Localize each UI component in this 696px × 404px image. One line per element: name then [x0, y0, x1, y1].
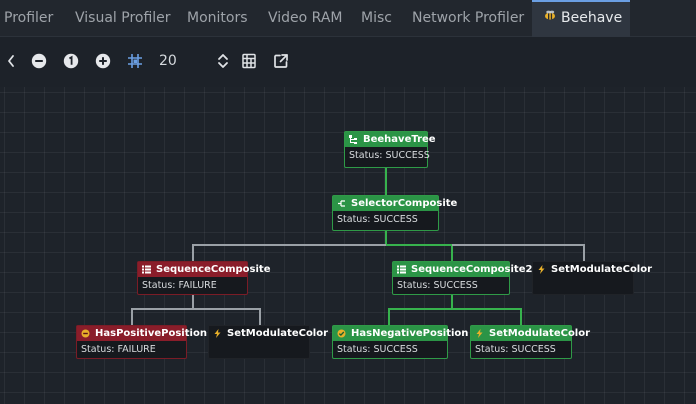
condition-icon — [337, 329, 346, 338]
node-name: HasPositivePosition — [95, 328, 207, 339]
node-status: Status: SUCCESS — [397, 280, 478, 291]
tab-label: Misc — [361, 10, 392, 26]
node-status — [533, 277, 633, 295]
node-title: BeehaveTree — [345, 132, 436, 147]
graph-toolbar: 20 — [0, 37, 696, 87]
tab-beehave[interactable]: Beehave — [532, 0, 630, 37]
node-name: SequenceComposite — [156, 264, 271, 275]
node-name: BeehaveTree — [363, 134, 436, 145]
sequence-icon — [397, 265, 406, 274]
node-status: Status: FAILURE — [81, 344, 156, 355]
node-status: Status: SUCCESS — [337, 344, 418, 355]
graph-connections — [131, 168, 585, 325]
zoom-value: 20 — [159, 53, 177, 69]
tab-label: Video RAM — [268, 10, 343, 26]
chevron-left-icon[interactable] — [2, 52, 20, 70]
node-name: SequenceComposite2 — [411, 264, 533, 275]
action-icon — [475, 329, 484, 338]
node-beehave-tree[interactable]: BeehaveTree Status: SUCCESS — [344, 131, 436, 168]
tab-profiler[interactable]: Profiler — [4, 0, 53, 37]
tab-label: Profiler — [4, 10, 54, 26]
node-status: Status: SUCCESS — [337, 214, 418, 225]
sequence-icon — [142, 265, 151, 274]
node-status: Status: SUCCESS — [349, 150, 430, 161]
node-name: SelectorComposite — [351, 198, 458, 209]
node-set-modulate-color-2[interactable]: SetModulateColor — [208, 325, 328, 359]
node-title: SequenceComposite2 — [393, 262, 532, 277]
selector-icon — [337, 199, 346, 208]
node-title: SetModulateColor — [471, 326, 590, 341]
node-name: SetModulateColor — [227, 328, 329, 339]
zoom-value-field[interactable]: 20 — [152, 49, 234, 73]
node-set-modulate-color-1[interactable]: SetModulateColor — [532, 261, 652, 295]
behavior-tree-graph[interactable]: BeehaveTree Status: SUCCESS SelectorComp… — [0, 87, 696, 404]
node-sequence-composite2[interactable]: SequenceComposite2 Status: SUCCESS — [392, 261, 532, 295]
tab-label: Network Profiler — [412, 10, 525, 26]
action-icon — [213, 329, 222, 338]
zoom-out-icon[interactable] — [30, 52, 48, 70]
node-name: SetModulateColor — [489, 328, 591, 339]
open-external-icon[interactable] — [272, 52, 290, 70]
tab-label: Monitors — [187, 10, 248, 26]
action-icon — [537, 265, 546, 274]
node-set-modulate-color-3[interactable]: SetModulateColor Status: SUCCESS — [470, 325, 590, 359]
zoom-in-icon[interactable] — [94, 52, 112, 70]
node-title: SetModulateColor — [533, 262, 652, 277]
node-status: Status: SUCCESS — [475, 344, 556, 355]
tab-label: Beehave — [561, 10, 623, 26]
node-status — [209, 341, 309, 359]
snap-grid-icon[interactable] — [126, 52, 144, 70]
zoom-reset-icon[interactable] — [62, 52, 80, 70]
node-title: HasNegativePosition — [333, 326, 468, 341]
node-selector-composite[interactable]: SelectorComposite Status: SUCCESS — [332, 195, 457, 231]
node-title: HasPositivePosition — [77, 326, 207, 341]
tab-visual-profiler[interactable]: Visual Profiler — [75, 0, 171, 37]
node-sequence-composite[interactable]: SequenceComposite Status: FAILURE — [137, 261, 270, 295]
bee-icon — [544, 0, 556, 33]
condition-icon — [81, 329, 90, 338]
node-status: Status: FAILURE — [142, 280, 217, 291]
tab-network-profiler[interactable]: Network Profiler — [412, 0, 524, 37]
node-title: SelectorComposite — [333, 196, 457, 211]
tab-misc[interactable]: Misc — [361, 0, 392, 37]
node-title: SetModulateColor — [209, 326, 328, 341]
node-name: SetModulateColor — [551, 264, 653, 275]
tree-icon — [349, 135, 358, 144]
node-has-positive-position[interactable]: HasPositivePosition Status: FAILURE — [76, 325, 207, 359]
tab-monitors[interactable]: Monitors — [187, 0, 248, 37]
node-title: SequenceComposite — [138, 262, 270, 277]
node-has-negative-position[interactable]: HasNegativePosition Status: SUCCESS — [332, 325, 468, 359]
node-name: HasNegativePosition — [351, 328, 469, 339]
tab-video-ram[interactable]: Video RAM — [268, 0, 343, 37]
tab-label: Visual Profiler — [75, 10, 171, 26]
zoom-spinner-icon[interactable] — [214, 52, 232, 70]
layout-icon[interactable] — [240, 52, 258, 70]
debugger-tab-bar: Profiler Visual Profiler Monitors Video … — [0, 0, 696, 37]
